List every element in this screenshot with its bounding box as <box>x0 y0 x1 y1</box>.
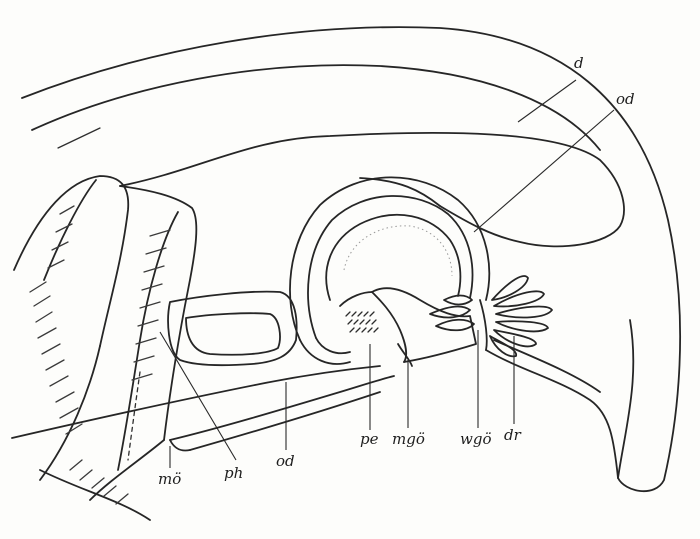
label-mgo: mgö <box>392 430 425 448</box>
label-wgo: wgö <box>460 430 491 448</box>
label-od-lower: od <box>276 452 295 470</box>
lower-oviduct <box>11 290 395 452</box>
atrium-region <box>339 287 477 367</box>
label-ph: ph <box>224 464 243 482</box>
label-mo: mö <box>158 470 181 488</box>
oviduct-loop <box>289 176 491 365</box>
body-wall-outline <box>21 26 682 493</box>
pharynx-lobes <box>13 175 198 521</box>
shell-gland-lobes <box>429 294 488 351</box>
label-dr: dr <box>504 426 522 444</box>
accessory-gland-fan <box>489 275 553 358</box>
label-d: d <box>574 54 584 72</box>
label-od-upper: od <box>616 90 635 108</box>
posterior-duct <box>485 339 619 479</box>
label-pe: pe <box>360 430 379 448</box>
labels: d od pe mgö wgö dr od mö ph <box>158 54 635 488</box>
leader-lines <box>159 79 615 468</box>
